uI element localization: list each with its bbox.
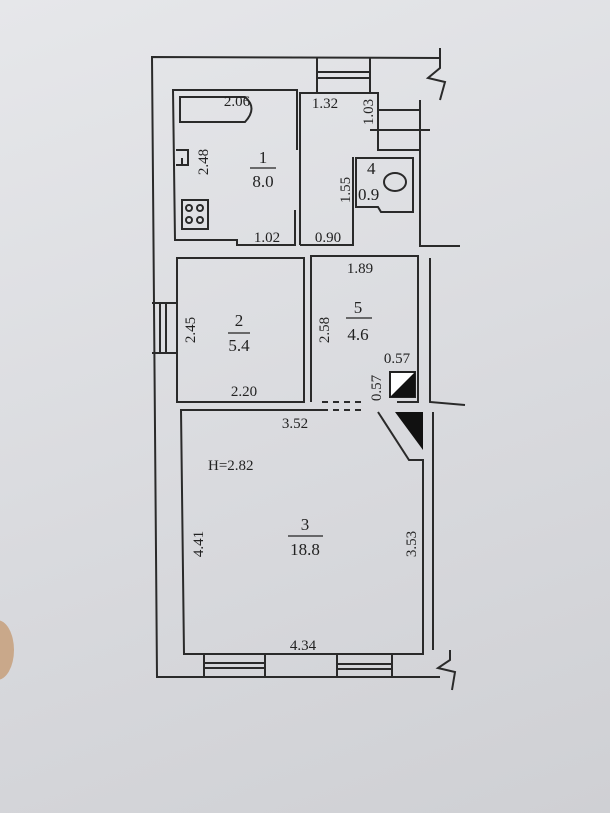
dimension: 0.57 (369, 374, 385, 401)
outer-wall (150, 55, 441, 678)
room-number: 4 (367, 159, 376, 178)
dimension: 2.58 (317, 317, 333, 343)
dimension: 1.02 (254, 230, 280, 246)
room-area: 0.9 (358, 185, 379, 204)
top-window (316, 58, 371, 93)
room-number: 3 (301, 515, 310, 534)
room-number: 1 (259, 148, 268, 167)
room-3-wall (179, 409, 424, 655)
stove-icon (181, 199, 209, 230)
right-wall-break-bottom (435, 650, 457, 691)
dimension: 3.53 (404, 531, 420, 557)
room-area: 8.0 (252, 172, 273, 191)
room-area: 5.4 (228, 336, 250, 355)
dimension: 1.03 (361, 99, 377, 125)
sink-icon (176, 149, 189, 166)
dimension: 1.55 (338, 177, 354, 203)
bottom-window-2 (336, 654, 393, 677)
room-4-label: 4 0.9 (358, 159, 379, 204)
dimension: 2.48 (196, 149, 212, 175)
right-wall (419, 100, 466, 650)
dimension: 3.52 (282, 416, 308, 432)
dimension: 4.41 (191, 531, 207, 557)
room-2-label: 2 5.4 (228, 311, 250, 355)
vent-fill-1 (390, 372, 415, 397)
room-2-wall (176, 257, 305, 403)
plumbing-lines (370, 109, 430, 131)
dimension: 0.90 (315, 230, 341, 246)
dimension: 2.20 (231, 384, 257, 400)
dimension: 0.57 (384, 351, 411, 367)
room-4-wall (355, 157, 414, 213)
dimension: 2.06 (224, 94, 251, 110)
right-wall-break-top (425, 48, 447, 101)
vent-fill-2 (395, 412, 423, 450)
dimension: 1.89 (347, 261, 373, 277)
toilet-icon (383, 172, 407, 192)
room-number: 5 (354, 298, 363, 317)
room-area: 4.6 (347, 325, 368, 344)
left-window (152, 302, 177, 354)
bathtub-icon (179, 96, 253, 123)
room-1-label: 1 8.0 (250, 148, 276, 191)
ceiling-height: H=2.82 (208, 458, 254, 474)
room-5-wall (310, 255, 419, 403)
room-area: 18.8 (290, 540, 320, 559)
dimension: 1.32 (312, 96, 338, 112)
bottom-window-1 (203, 654, 266, 677)
dimension: 2.45 (183, 317, 199, 343)
dimension: 4.34 (290, 638, 317, 654)
door-dashes (322, 401, 362, 411)
room-3-label: 3 18.8 (288, 515, 323, 559)
room-1-wall (171, 89, 298, 246)
room-1b-wall (299, 92, 420, 246)
room-5-label: 5 4.6 (346, 298, 372, 344)
finger-edge (0, 620, 14, 680)
room-number: 2 (235, 311, 244, 330)
